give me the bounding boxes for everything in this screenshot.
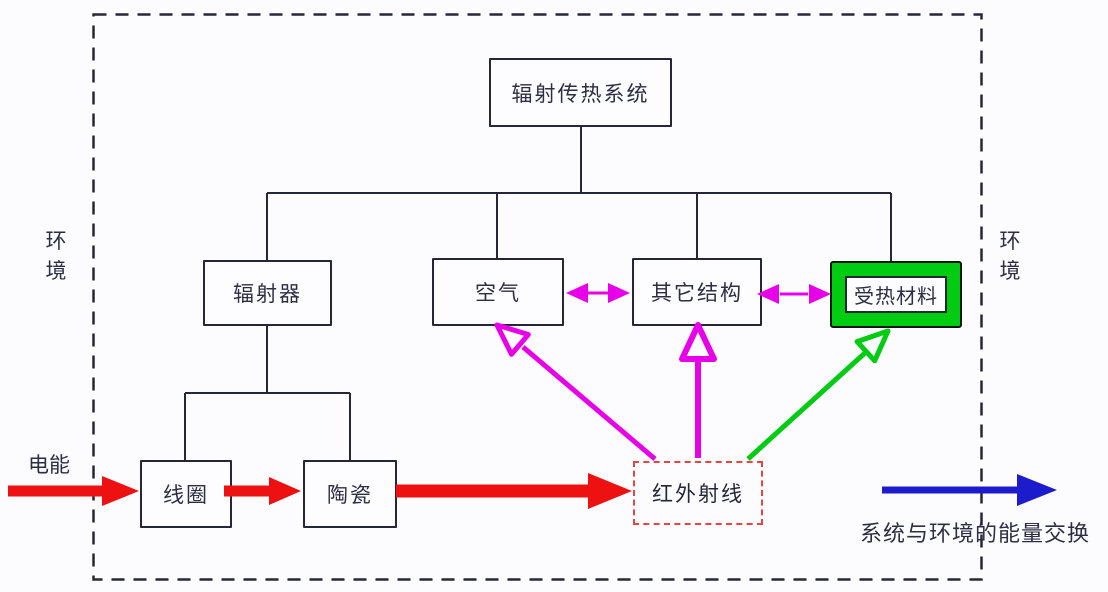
- box-label-infrared-rays: 红外射线: [652, 483, 744, 506]
- electric-energy-arrow: [8, 476, 139, 506]
- box-label-radiator: 辐射器: [233, 283, 302, 306]
- environment-label-right: 环境: [999, 230, 1021, 283]
- ceramic-to-infrared-arrow: [396, 473, 632, 509]
- electric-energy-label: 电能: [28, 454, 70, 477]
- box-label-air: 空气: [475, 282, 521, 305]
- infrared-to-air-arrow: [494, 322, 657, 461]
- box-air: 空气: [432, 258, 564, 326]
- box-heated-material: 受热材料: [830, 261, 962, 328]
- box-other-structure: 其它结构: [632, 258, 762, 326]
- coil-to-ceramic-arrow: [224, 477, 301, 505]
- environment-label-left: 环境: [45, 230, 67, 283]
- infrared-to-other-arrow: [679, 322, 717, 458]
- box-label-other-structure: 其它结构: [651, 282, 743, 305]
- box-radiation-heat-transfer-system: 辐射传热系统: [489, 58, 672, 127]
- infrared-to-heated-arrow: [746, 328, 891, 461]
- box-infrared-rays: 红外射线: [633, 461, 763, 525]
- other-heated-double-arrow: [757, 284, 831, 304]
- box-label-heated-material: 受热材料: [845, 276, 947, 313]
- energy-exchange-arrow: [882, 474, 1057, 506]
- box-ceramic: 陶瓷: [303, 460, 397, 528]
- box-label-coil: 线圈: [163, 484, 209, 507]
- box-label-ceramic: 陶瓷: [327, 484, 373, 507]
- energy-exchange-caption: 系统与环境的能量交换: [860, 521, 1091, 546]
- box-label-system: 辐射传热系统: [511, 82, 650, 106]
- box-coil: 线圈: [140, 460, 232, 528]
- air-other-double-arrow: [566, 283, 630, 303]
- box-radiator: 辐射器: [203, 260, 332, 326]
